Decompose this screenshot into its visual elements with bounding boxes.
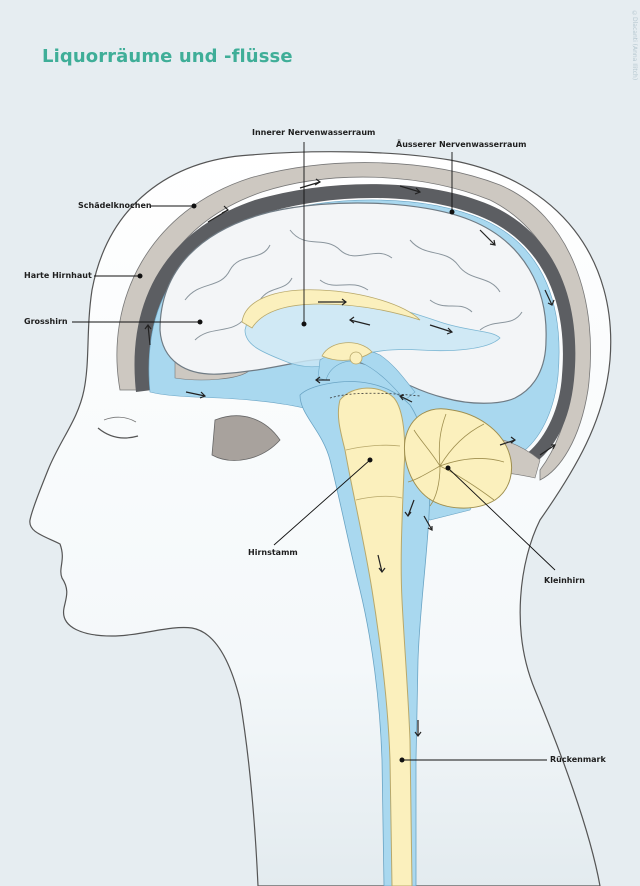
skull-base-bone xyxy=(211,415,281,461)
label-innerer-nervenwasserraum: Innerer Nervenwasserraum xyxy=(252,128,376,137)
leader-hirnstamm xyxy=(273,459,371,546)
label-kleinhirn: Kleinhirn xyxy=(544,576,585,585)
cerebellum xyxy=(403,408,512,509)
label-hirnstamm: Hirnstamm xyxy=(248,548,298,557)
page-title: Liquorräume und -flüsse xyxy=(42,46,293,67)
label-rueckenmark: Rückenmark xyxy=(550,755,606,764)
brainstem xyxy=(337,387,413,886)
label-harte-hirnhaut: Harte Hirnhaut xyxy=(24,271,92,280)
closed-eye xyxy=(97,427,139,439)
label-grosshirn: Grosshirn xyxy=(24,317,68,326)
image-credit: ©Dlacanti (Anna Ilitch) xyxy=(631,10,638,81)
label-schaedelknochen: Schädelknochen xyxy=(78,201,152,210)
skull-bone xyxy=(116,162,591,481)
leader-kleinhirn xyxy=(447,467,556,571)
label-aeusserer-nervenwasserraum: Äusserer Nervenwasserraum xyxy=(396,140,527,149)
